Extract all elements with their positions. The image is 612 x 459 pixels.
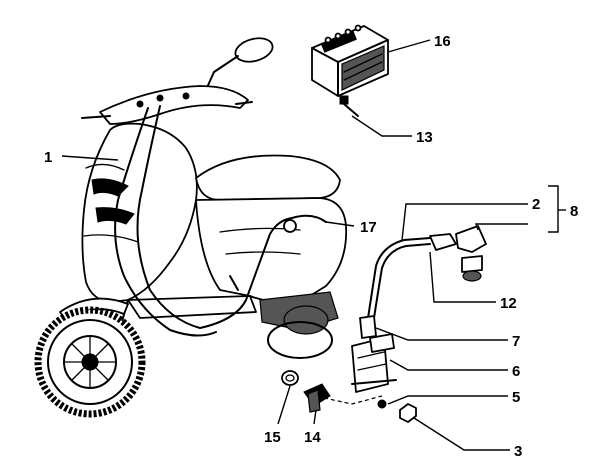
callout-1: 1 — [44, 149, 52, 166]
ignition-coil-part — [351, 315, 397, 393]
voltage-regulator-part — [311, 24, 389, 97]
nut-part — [399, 403, 417, 423]
callout-7: 7 — [512, 333, 520, 350]
callout-17: 17 — [360, 219, 377, 236]
bracket-part — [303, 383, 331, 413]
callout-8: 8 — [570, 203, 578, 220]
washer-part — [377, 399, 387, 409]
leader-lines — [61, 39, 566, 451]
callout-2: 2 — [532, 196, 540, 213]
ht-cable-part — [367, 225, 487, 319]
grommet-part — [281, 370, 299, 386]
callout-12: 12 — [500, 295, 517, 312]
callout-6: 6 — [512, 363, 520, 380]
scooter-illustration — [34, 37, 348, 418]
callout-15: 15 — [264, 429, 281, 446]
callout-5: 5 — [512, 389, 520, 406]
assembly-dashed-line — [323, 395, 383, 405]
callout-16: 16 — [434, 33, 451, 50]
screw-part — [339, 95, 359, 117]
callout-13: 13 — [416, 129, 433, 146]
callout-14: 14 — [304, 429, 321, 446]
callout-3: 3 — [514, 443, 522, 459]
